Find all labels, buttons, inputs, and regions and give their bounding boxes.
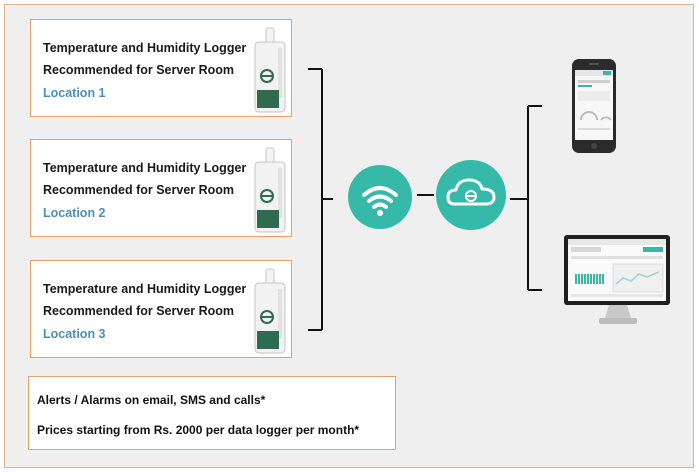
logger-card-1: Temperature and Humidity Logger Recommen… [30, 19, 292, 117]
cloud-icon [446, 178, 496, 206]
smartphone-icon [572, 59, 616, 153]
data-logger-device-icon [254, 147, 286, 233]
prices-text: Prices starting from Rs. 2000 per data l… [37, 423, 360, 437]
wifi-icon [362, 186, 398, 216]
alerts-text: Alerts / Alarms on email, SMS and calls* [37, 393, 266, 407]
logger-recommendation: Recommended for Server Room [43, 63, 235, 77]
data-logger-device-icon [254, 268, 286, 354]
logger-location: Location 1 [43, 86, 106, 100]
logger-recommendation: Recommended for Server Room [43, 183, 235, 197]
logger-title: Temperature and Humidity Logger [43, 282, 247, 296]
cloud-node [436, 160, 506, 230]
logger-card-3: Temperature and Humidity Logger Recommen… [30, 260, 292, 358]
logger-recommendation: Recommended for Server Room [43, 304, 235, 318]
data-logger-device-icon [254, 27, 286, 113]
logger-title: Temperature and Humidity Logger [43, 161, 247, 175]
desktop-monitor-icon [564, 235, 670, 324]
logger-card-2: Temperature and Humidity Logger Recommen… [30, 139, 292, 237]
pricing-info-box: Alerts / Alarms on email, SMS and calls*… [28, 376, 396, 450]
logger-title: Temperature and Humidity Logger [43, 41, 247, 55]
wifi-node [348, 165, 412, 229]
logger-location: Location 3 [43, 327, 106, 341]
logger-location: Location 2 [43, 206, 106, 220]
